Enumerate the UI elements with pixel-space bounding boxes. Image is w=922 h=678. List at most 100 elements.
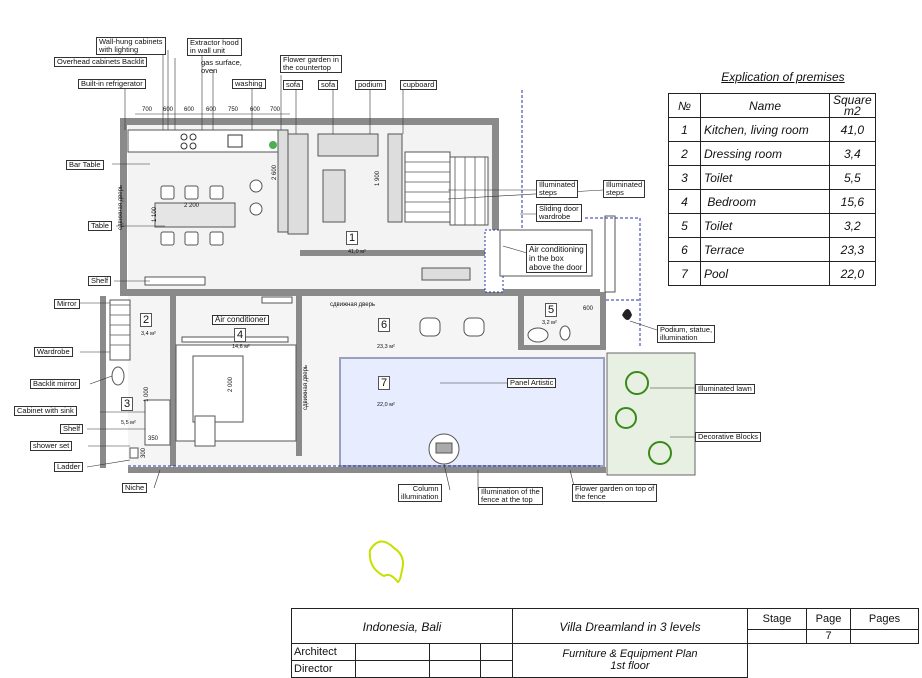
label-shelf-2: Shelf [60,424,84,434]
label-builtin-fridge: Built-in refrigerator [78,79,146,89]
label-air-conditioning-box: Air conditioning in the box above the do… [526,244,587,273]
text-sliding-door-left: сдвижная дверь [118,184,124,230]
label-decorative-blocks: Decorative Blocks [695,432,762,442]
label-podium: podium [355,80,386,90]
room-number-3: 3 [121,397,134,411]
room-number-7: 7 [378,376,391,390]
room-number-6: 6 [378,318,391,332]
title-architect-label: Architect [291,643,356,661]
title-architect-date [480,643,513,661]
row-name: Pool [700,261,830,286]
dim-table-width: 2 200 [184,203,200,209]
label-flower-fence: Flower garden on top of the fence [572,484,658,502]
label-shower-set: shower set [30,441,73,451]
title-pages-label: Pages [850,608,919,630]
label-illuminated-steps-1: Illuminated steps [536,180,579,198]
label-table: Table [88,221,112,231]
explication-header-row: № Name Square m2 [668,93,876,118]
room-number-5: 5 [545,303,558,317]
label-ladder: Ladder [54,462,84,472]
dim-bath: 1 000 [144,386,150,402]
title-block: Indonesia, Bali Villa Dreamland in 3 lev… [291,608,919,678]
label-cupboard: cupboard [400,80,438,90]
row-name: Dressing room [700,141,830,166]
label-fence-illumination: Illumination of the fence at the top [478,487,543,505]
row-name: Toilet [700,213,830,238]
room-area-7: 22,0 м² [377,402,395,408]
title-project: Villa Dreamland in 3 levels [512,608,748,644]
label-mirror: Mirror [54,299,80,309]
label-backlit-mirror: Backlit mirror [30,379,80,389]
dim-toilet5: 600 [583,306,594,312]
title-page-value: 7 [806,629,851,644]
room-area-4: 14,6 м² [232,344,250,350]
label-wardrobe: Wardrobe [34,347,73,357]
room-number-1: 1 [346,231,359,245]
row-area: 3,4 [829,141,876,166]
title-stage-value [747,629,807,644]
label-niche: Niche [122,483,148,493]
title-pages-value [850,629,919,644]
text-sliding-door-bedroom: сдвижная дверь [303,364,309,410]
title-stage-label: Stage [747,608,807,630]
label-overhead-cabinets: Overhead cabinets Backlit [54,57,148,67]
row-number: 3 [668,165,701,190]
room-area-1: 41,0 м² [348,249,366,255]
label-sofa-1: sofa [283,80,304,90]
dim-bed: 2 000 [228,376,234,392]
label-washing: washing [232,79,266,89]
row-number: 2 [668,141,701,166]
row-area: 5,5 [829,165,876,190]
dim-top-3: 600 [184,107,195,113]
label-air-conditioner: Air conditioner [212,315,270,325]
room-area-3: 5,5 м² [121,420,136,426]
row-number: 7 [668,261,701,286]
dim-bar-height: 2 600 [272,164,278,180]
label-wall-cabinets: Wall-hung cabinets with lighting [96,37,166,55]
label-cabinet-sink: Cabinet with sink [14,406,77,416]
label-illuminated-lawn: Illuminated lawn [695,384,755,394]
room-area-2: 3,4 м² [141,331,156,337]
title-drawing-sub: 1st floor [610,660,650,672]
dim-table-depth: 1 100 [152,206,158,222]
dim-top-4: 600 [206,107,217,113]
dim-small-1: 350 [148,436,159,442]
title-director-sign [429,660,481,678]
label-column-illumination: Column illumination [398,484,442,502]
row-area: 22,0 [829,261,876,286]
title-director-label: Director [291,660,356,678]
title-director-name [355,660,430,678]
header-number: № [668,93,701,118]
row-number: 4 [668,189,701,214]
room-area-5: 3,2 м² [542,320,557,326]
label-panel-artistic: Panel Artistic [507,378,557,388]
row-area: 15,6 [829,189,876,214]
label-bar-table: Bar Table [66,160,104,170]
dim-top-2: 600 [163,107,174,113]
title-architect-sign [429,643,481,661]
label-sofa-2: sofa [318,80,339,90]
row-area: 41,0 [829,117,876,142]
dim-small-2: 300 [141,447,147,458]
row-area: 3,2 [829,213,876,238]
dim-top-1: 700 [142,107,153,113]
text-sliding-door: сдвижная дверь [330,302,376,308]
label-shelf-1: Shelf [88,276,112,286]
title-page-label: Page [806,608,851,630]
label-podium-statue: Podium, statue, illumination [657,325,716,343]
row-name: Toilet [700,165,830,190]
row-area: 23,3 [829,237,876,262]
row-number: 1 [668,117,701,142]
header-square: Square m2 [829,93,876,118]
label-gas-surface: gas surface, oven [201,58,242,75]
title-drawing-cell: Furniture & Equipment Plan 1st floor [512,643,748,678]
row-name: Terrace [700,237,830,262]
room-number-2: 2 [140,313,153,327]
